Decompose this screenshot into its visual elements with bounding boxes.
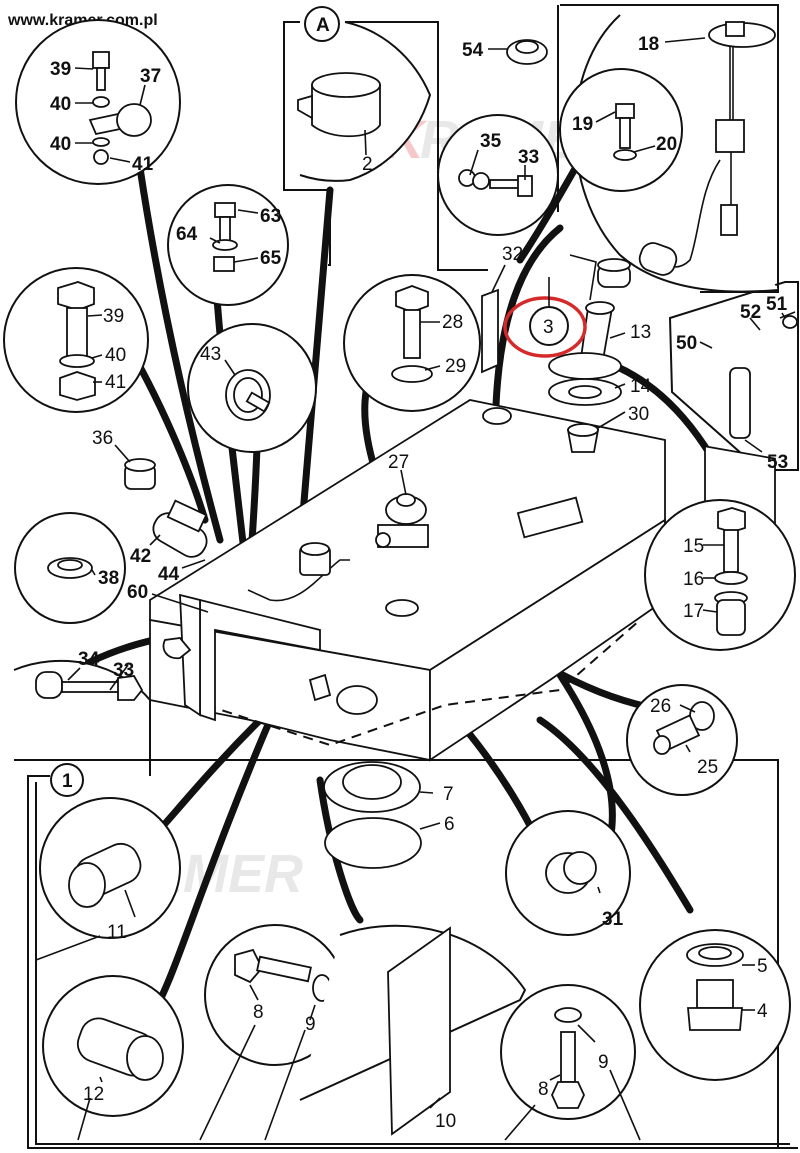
callout-14[interactable]: 14 (630, 376, 652, 397)
group-a-label: A (316, 15, 330, 36)
detail-circle-plate-10 (299, 924, 527, 1136)
callout-53[interactable]: 53 (767, 452, 788, 473)
callout-41[interactable]: 41 (105, 372, 126, 393)
callout-8[interactable]: 8 (253, 1002, 264, 1023)
callout-40[interactable]: 40 (50, 94, 71, 115)
pipe-assembly (152, 499, 350, 702)
callout-11[interactable]: 11 (107, 922, 127, 943)
callout-28[interactable]: 28 (442, 312, 463, 333)
callout-32[interactable]: 32 (502, 244, 523, 265)
callout-labels: 39 37 40 40 41 2 54 35 33 18 19 20 63 64… (50, 34, 788, 1132)
bracket-32 (481, 264, 506, 374)
group-1-frame: 1 (27, 759, 798, 1149)
detail-circle-washer-38 (14, 458, 156, 624)
callout-65[interactable]: 65 (260, 248, 282, 269)
callout-7[interactable]: 7 (443, 784, 454, 805)
detail-circle-bolt-8-9-right (500, 984, 636, 1120)
valve-27 (375, 469, 429, 548)
callout-63[interactable]: 63 (260, 206, 281, 227)
detail-circle-bolt-33-35 (437, 114, 559, 236)
callout-18[interactable]: 18 (638, 34, 659, 55)
callout-33[interactable]: 33 (113, 660, 134, 681)
callout-43[interactable]: 43 (200, 344, 221, 365)
callout-17[interactable]: 17 (683, 601, 704, 622)
detail-circle-bolt-15-17 (644, 499, 796, 651)
callout-10[interactable]: 10 (435, 1111, 456, 1132)
callout-40[interactable]: 40 (50, 134, 71, 155)
callout-6[interactable]: 6 (444, 814, 455, 835)
callout-39[interactable]: 39 (103, 306, 124, 327)
callout-3-label: 3 (543, 317, 554, 338)
callout-52[interactable]: 52 (740, 302, 761, 323)
detail-circle-strainer-11 (39, 797, 181, 939)
group-1-label: 1 (62, 771, 73, 792)
group-50-frame (668, 281, 799, 471)
callout-25[interactable]: 25 (697, 757, 718, 778)
callout-16[interactable]: 16 (683, 569, 704, 590)
detail-circle-bolt-19-20 (559, 68, 683, 192)
callout-20[interactable]: 20 (656, 134, 677, 155)
callout-54[interactable]: 54 (462, 40, 484, 61)
callout-39[interactable]: 39 (50, 59, 71, 80)
callout-41[interactable]: 41 (132, 154, 154, 175)
callout-29[interactable]: 29 (445, 356, 466, 377)
detail-circle-fitting-25-26 (626, 684, 738, 796)
callout-60[interactable]: 60 (127, 582, 148, 603)
callout-34[interactable]: 34 (78, 649, 100, 670)
gaskets-6-7 (323, 761, 422, 869)
callout-31[interactable]: 31 (602, 909, 624, 930)
group-a-frame: A (283, 6, 488, 271)
filler-neck-assembly (548, 254, 631, 453)
callout-33[interactable]: 33 (518, 147, 539, 168)
callout-9[interactable]: 9 (598, 1052, 609, 1073)
callout-64[interactable]: 64 (176, 224, 198, 245)
detail-circle-bolt-39-41 (3, 267, 149, 413)
callout-26[interactable]: 26 (650, 696, 671, 717)
callout-42[interactable]: 42 (130, 546, 151, 567)
callout-27[interactable]: 27 (388, 452, 409, 473)
callout-2[interactable]: 2 (362, 154, 373, 175)
detail-circle-cover-2 (297, 21, 432, 182)
callout-13[interactable]: 13 (630, 322, 651, 343)
callout-51[interactable]: 51 (766, 294, 788, 315)
callout-37[interactable]: 37 (140, 66, 161, 87)
detail-circle-clamp-37 (15, 19, 181, 185)
callout-50[interactable]: 50 (676, 333, 697, 354)
callout-9[interactable]: 9 (305, 1014, 316, 1035)
callout-40[interactable]: 40 (105, 345, 126, 366)
callout-44[interactable]: 44 (158, 564, 180, 585)
callout-15[interactable]: 15 (683, 536, 704, 557)
leader-lines (35, 37, 786, 1141)
callout-35[interactable]: 35 (480, 131, 502, 152)
detail-circle-bolt-28-29 (343, 274, 481, 412)
callout-4[interactable]: 4 (757, 1001, 768, 1022)
callout-36[interactable]: 36 (92, 428, 113, 449)
callout-30[interactable]: 30 (628, 404, 649, 425)
detail-circle-drain-plug-4-5 (639, 929, 791, 1081)
grommet-54 (506, 39, 548, 65)
detail-circle-bolt-63-65 (167, 184, 289, 306)
callout-3-highlight[interactable]: 3 (503, 277, 587, 358)
detail-circle-hose-clamp-43 (187, 323, 317, 453)
bracket-60 (179, 593, 321, 722)
callout-12[interactable]: 12 (83, 1084, 104, 1105)
callout-19[interactable]: 19 (572, 114, 593, 135)
callout-5[interactable]: 5 (757, 956, 768, 977)
callout-8[interactable]: 8 (538, 1079, 549, 1100)
detail-circle-bolt-33-34 (13, 659, 151, 761)
detail-circle-plug-31 (505, 810, 631, 936)
detail-circle-strainer-12 (42, 975, 184, 1117)
callout-38[interactable]: 38 (98, 568, 119, 589)
